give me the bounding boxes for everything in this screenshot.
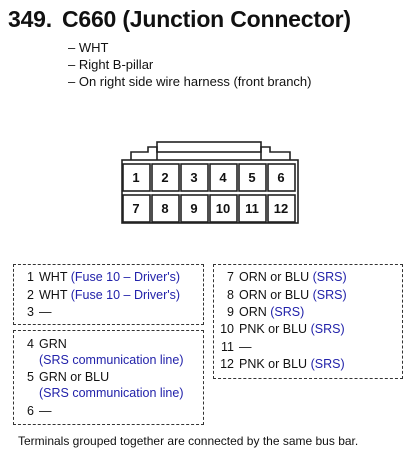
- terminal-row-5-note: (SRS communication line): [39, 386, 184, 400]
- pin-number-10: 10: [215, 201, 231, 216]
- bus-bar-group-1: [13, 264, 204, 325]
- pin-cell-12: [267, 194, 296, 223]
- terminal-row-4-note: (SRS communication line): [39, 353, 184, 367]
- attribute-color: – WHT: [68, 40, 109, 55]
- pin-number-4: 4: [219, 170, 227, 185]
- pin-number-2: 2: [161, 170, 169, 185]
- pin-number-1: 1: [132, 170, 140, 185]
- pin-cell-7: [122, 194, 151, 223]
- pin-cell-11: [238, 194, 267, 223]
- pin-number-6: 6: [277, 170, 285, 185]
- bus-bar-footnote: Terminals grouped together are connected…: [18, 434, 359, 448]
- pin-cell-3: [180, 163, 209, 192]
- attribute-location: – Right B-pillar: [68, 57, 154, 72]
- pin-cell-2: [151, 163, 180, 192]
- pin-number-12: 12: [273, 201, 289, 216]
- pin-number-7: 7: [132, 201, 140, 216]
- connector-housing: [121, 159, 299, 224]
- connector-title: C660 (Junction Connector): [61, 6, 351, 32]
- attribute-harness: – On right side wire harness (front bran…: [68, 74, 312, 89]
- pin-cells: [122, 163, 296, 223]
- pin-cell-9: [180, 194, 209, 223]
- pin-number-11: 11: [245, 201, 259, 216]
- pin-cell-10: [209, 194, 238, 223]
- bus-bar-group-3: [213, 264, 403, 379]
- connector-shoulders: [130, 146, 291, 160]
- terminal-row-11: 11—: [221, 340, 252, 354]
- pin-number-8: 8: [161, 201, 169, 216]
- page-title: 349. C660 (Junction Connector): [8, 6, 351, 33]
- connector-latch: [156, 141, 262, 153]
- pin-cell-1: [122, 163, 151, 192]
- pin-number-5: 5: [248, 170, 256, 185]
- pin-cell-8: [151, 194, 180, 223]
- terminal-row-6: 6—: [27, 404, 52, 418]
- pin-cell-4: [209, 163, 238, 192]
- terminal-row-3: 3—: [27, 305, 52, 319]
- pin-cell-6: [267, 163, 296, 192]
- connector-attributes: – WHT – Right B-pillar – On right side w…: [68, 39, 312, 90]
- pin-cell-5: [238, 163, 267, 192]
- pin-number-3: 3: [190, 170, 198, 185]
- pin-number-9: 9: [190, 201, 198, 216]
- section-number: 349.: [8, 6, 52, 32]
- bus-bar-group-2: [13, 330, 204, 425]
